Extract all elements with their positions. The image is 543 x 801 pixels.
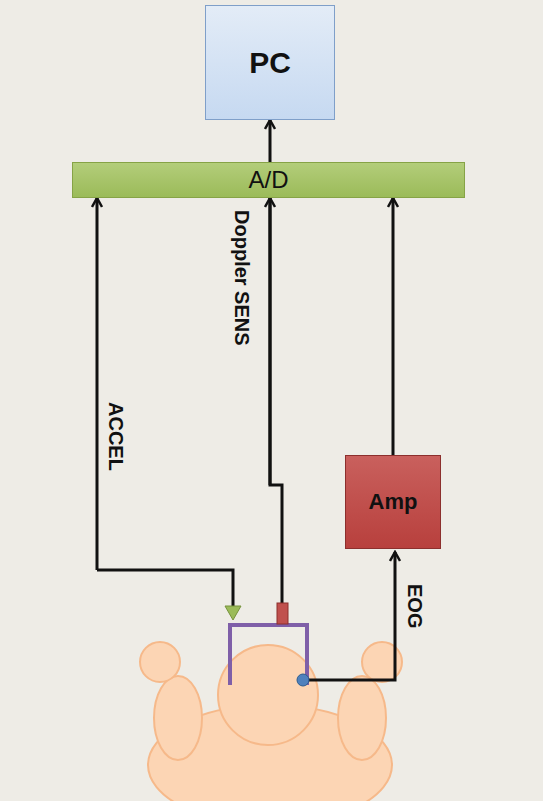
accel-wire <box>97 570 233 606</box>
arm <box>154 676 202 760</box>
node-text: PC <box>249 46 291 80</box>
signal-name: EOG <box>405 584 425 628</box>
arm <box>338 676 386 760</box>
head <box>218 645 318 745</box>
doppler-sensor <box>277 603 288 624</box>
doppler-wire <box>270 198 282 604</box>
eog-wire <box>303 552 395 680</box>
signal-arrow <box>392 198 395 455</box>
doppler-wire <box>269 198 272 485</box>
headband-bracket <box>230 625 307 685</box>
signal-name: Doppler SENS <box>232 210 252 346</box>
signal-name: ACCEL <box>106 402 126 471</box>
accelerometer-marker <box>225 606 241 620</box>
amplifier-box: Amp <box>345 455 441 549</box>
computer-box: PC <box>205 5 335 120</box>
hand <box>140 642 180 682</box>
accel-wire <box>96 198 99 570</box>
node-text: A/D <box>248 166 288 194</box>
eog-electrode <box>297 674 309 686</box>
converter-bar: A/D <box>72 162 465 198</box>
node-text: Amp <box>369 489 418 515</box>
signal-arrow <box>269 120 272 162</box>
